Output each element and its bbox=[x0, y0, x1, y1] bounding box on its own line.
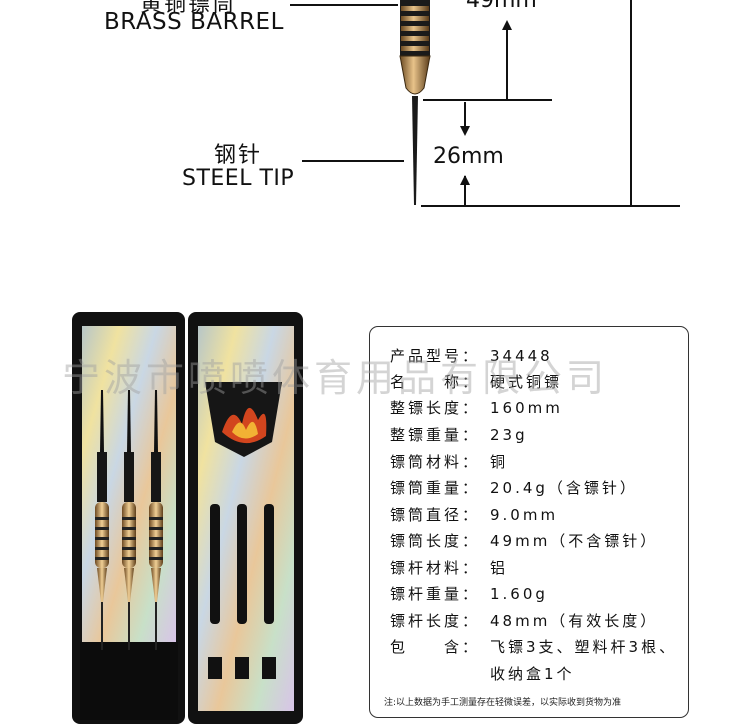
dart-case-photo bbox=[72, 312, 303, 724]
dart-drawing bbox=[290, 0, 680, 207]
spec-card: 产品型号：34448 名 称：硬式铜镖 整镖长度：160mm 整镖重量：23g … bbox=[369, 326, 689, 718]
spec-label: 镖杆材料： bbox=[390, 559, 481, 577]
spec-row: 收纳盒1个 bbox=[390, 663, 575, 684]
dart-barrel bbox=[399, 0, 431, 95]
spec-label: 镖杆长度： bbox=[390, 612, 481, 630]
spec-row: 整镖重量： 23g bbox=[390, 424, 528, 445]
spec-row: 包 含： 飞镖3支、塑料杆3根、 bbox=[390, 636, 677, 657]
spec-label: 镖杆重量： bbox=[390, 585, 481, 603]
spec-label: 镖筒直径： bbox=[390, 506, 481, 524]
barrel-label-cn: 黄铜镖筒 bbox=[140, 0, 237, 17]
flame-flight bbox=[205, 382, 282, 457]
barrel-length-label: 49mm bbox=[466, 0, 537, 13]
spec-value: 20.4g（含镖针） bbox=[490, 479, 638, 497]
spec-row: 镖杆材料： 铝 bbox=[390, 557, 508, 578]
tip-length-label: 26mm bbox=[433, 144, 504, 169]
spec-value: 9.0mm bbox=[490, 506, 559, 524]
spec-value: 铜 bbox=[490, 453, 509, 471]
darts bbox=[95, 390, 163, 650]
spec-row: 镖筒长度： 49mm（不含镖针） bbox=[390, 530, 658, 551]
dart-dimension-diagram: 黄铜镖筒 BRASS BARREL 49mm 钢针 STEEL TIP 26mm bbox=[0, 0, 750, 250]
spec-label: 整镖长度： bbox=[390, 399, 481, 417]
spec-value: 49mm（不含镖针） bbox=[490, 532, 659, 550]
tip-label-en: STEEL TIP bbox=[182, 166, 295, 191]
spec-value: 铝 bbox=[490, 559, 509, 577]
spec-label: 产品型号： bbox=[390, 347, 481, 365]
spec-row: 镖杆长度： 48mm（有效长度） bbox=[390, 610, 658, 631]
spec-value: 23g bbox=[490, 426, 528, 444]
spec-row: 镖筒直径： 9.0mm bbox=[390, 504, 558, 525]
spec-label: 整镖重量： bbox=[390, 426, 481, 444]
tip-label-cn: 钢针 bbox=[214, 143, 263, 168]
barrel-label-en: BRASS BARREL bbox=[104, 9, 284, 35]
spec-label: 镖筒长度： bbox=[390, 532, 481, 550]
spec-row: 镖筒材料： 铜 bbox=[390, 451, 508, 472]
spec-value: 1.60g bbox=[490, 585, 548, 603]
spec-row: 整镖长度： 160mm bbox=[390, 397, 563, 418]
spec-row: 镖杆重量： 1.60g bbox=[390, 583, 548, 604]
spec-row: 产品型号： 34448 bbox=[390, 345, 553, 366]
spec-value: 34448 bbox=[490, 347, 553, 365]
spec-value: 收纳盒1个 bbox=[490, 665, 575, 683]
dart-case-illustration bbox=[72, 312, 303, 724]
spec-value: 160mm bbox=[490, 399, 563, 417]
spec-value: 飞镖3支、塑料杆3根、 bbox=[490, 638, 678, 656]
spec-row: 名 称： 硬式铜镖 bbox=[390, 371, 562, 392]
spec-row: 镖筒重量： 20.4g（含镖针） bbox=[390, 477, 638, 498]
spec-note: 注:以上数据为手工测量存在轻微误差，以实际收到货物为准 bbox=[384, 698, 622, 708]
spec-label: 名 称： bbox=[390, 373, 481, 391]
spec-value: 48mm（有效长度） bbox=[490, 612, 659, 630]
dart-steel-tip bbox=[412, 96, 418, 205]
spec-value: 硬式铜镖 bbox=[490, 373, 563, 391]
spec-label: 包 含： bbox=[390, 638, 481, 656]
plastic-shafts bbox=[208, 504, 276, 679]
spec-label: 镖筒重量： bbox=[390, 479, 481, 497]
spec-label: 镖筒材料： bbox=[390, 453, 481, 471]
